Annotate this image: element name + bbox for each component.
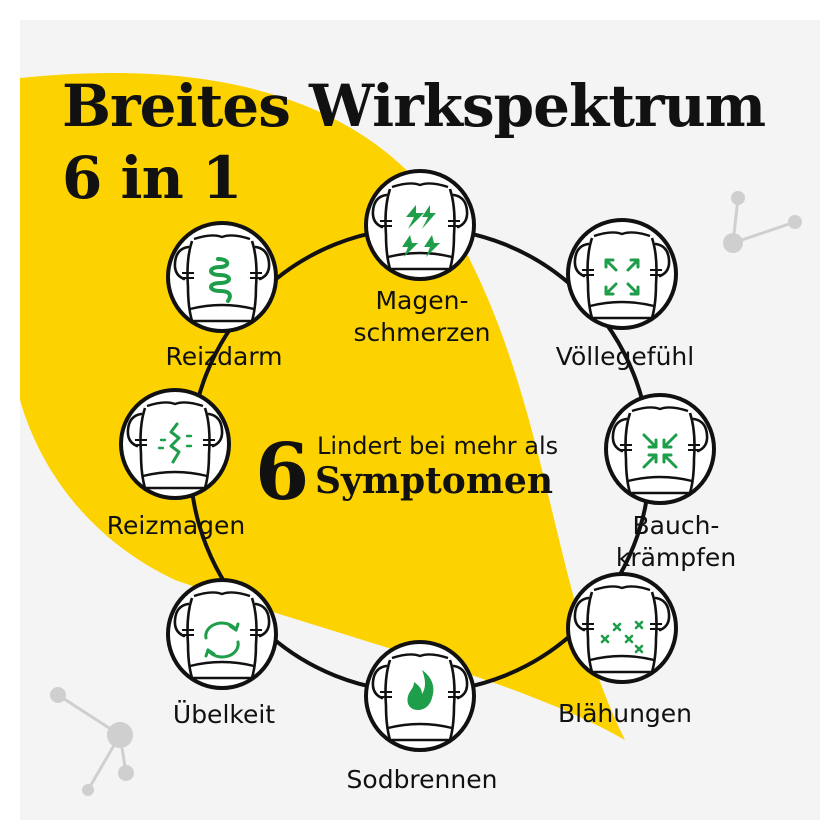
title-line-1: Breites Wirkspektrum bbox=[62, 72, 766, 140]
molecule-left-icon bbox=[50, 687, 134, 796]
symptom-node-sodbrennen bbox=[364, 640, 476, 752]
symptom-node-magenschmerzen bbox=[364, 169, 476, 281]
irritation-zigzag-icon bbox=[157, 422, 193, 464]
symptom-node-blaehungen bbox=[566, 572, 678, 684]
center-text-line-2: Symptomen bbox=[315, 460, 553, 502]
lightning-arrows-icon bbox=[402, 205, 440, 257]
symptom-node-reizmagen bbox=[119, 388, 231, 500]
page-title: Breites Wirkspektrum 6 in 1 bbox=[62, 70, 766, 214]
center-text-line-1: Lindert bei mehr als bbox=[317, 432, 559, 460]
symptom-node-uebelkeit bbox=[166, 578, 278, 690]
label-bauchkraempfen: Bauch- krämpfen bbox=[615, 511, 737, 572]
label-magenschmerzen: Magen- schmerzen bbox=[353, 286, 491, 347]
molecule-right-icon bbox=[723, 191, 802, 253]
flame-icon bbox=[407, 670, 434, 710]
label-blaehungen: Blähungen bbox=[557, 699, 693, 728]
contract-arrows-icon bbox=[642, 433, 678, 469]
label-uebelkeit: Übelkeit bbox=[172, 700, 276, 729]
label-reizmagen: Reizmagen bbox=[106, 511, 246, 540]
intestine-icon bbox=[209, 257, 232, 303]
symptom-count: 6 bbox=[255, 427, 310, 518]
label-reizdarm: Reizdarm bbox=[165, 342, 283, 371]
cycle-arrows-icon bbox=[204, 621, 240, 659]
symptom-node-bauchkraempfen bbox=[604, 393, 716, 505]
title-line-2: 6 in 1 bbox=[62, 144, 242, 212]
expand-arrows-icon bbox=[604, 258, 640, 296]
yellow-leaf-shape bbox=[20, 72, 625, 740]
symptom-node-reizdarm bbox=[166, 221, 278, 333]
bloating-crosses-icon bbox=[600, 620, 644, 654]
symptom-node-voellegefuehl bbox=[566, 218, 678, 330]
label-sodbrennen: Sodbrennen bbox=[346, 765, 498, 794]
label-voellegefuehl: Völlegefühl bbox=[555, 342, 695, 371]
